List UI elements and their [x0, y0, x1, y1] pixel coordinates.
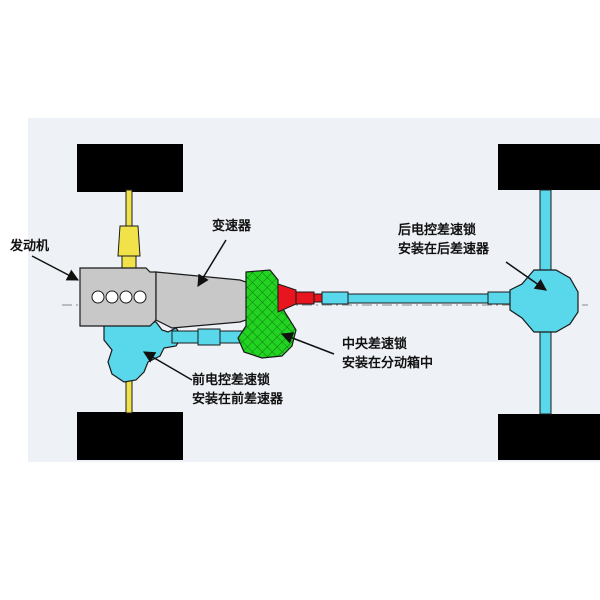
- front-shaft-joint: [197, 328, 221, 346]
- center-lock-arrow: [280, 332, 335, 355]
- transmission: [155, 271, 253, 329]
- front-lower-shaft: [125, 379, 133, 414]
- front-upper-joint: [117, 225, 141, 257]
- front-lock-label-line1: 前电控差速锁: [192, 372, 270, 388]
- engine-cylinder-1: [91, 290, 105, 304]
- front-lock-arrow: [142, 351, 193, 381]
- front-lock-label-line2: 安装在前差速器: [192, 391, 284, 407]
- rear-left-wheel: [498, 144, 600, 190]
- engine-cylinder-2: [105, 290, 119, 304]
- rear-differential: [509, 269, 579, 333]
- center-lock-label-line2: 安装在分动箱中: [342, 355, 433, 371]
- center-lock-label-line1: 中央差速锁: [342, 336, 407, 352]
- center-lock-stub: [313, 293, 323, 303]
- transmission-arrow: [197, 239, 227, 288]
- rear-shaft-joint-rear: [487, 291, 511, 305]
- rear-right-wheel: [498, 414, 600, 460]
- front-right-wheel: [77, 412, 183, 460]
- rear-lock-label-line1: 后电控差速锁: [398, 222, 476, 238]
- rear-propeller-shaft: [347, 293, 489, 304]
- rear-lock-label-line2: 安装在后差速器: [398, 241, 490, 257]
- engine-cylinder-4: [133, 290, 147, 304]
- rear-axle-lower: [539, 329, 552, 415]
- front-upper-shaft: [125, 189, 133, 227]
- center-lock-flange: [295, 291, 315, 305]
- engine-cylinder-3: [119, 290, 133, 304]
- engine-label: 发动机: [9, 238, 49, 254]
- rear-shaft-joint-front: [321, 291, 349, 305]
- engine-arrow: [31, 255, 80, 281]
- rear-lock-arrow: [505, 261, 547, 291]
- transmission-label: 变速器: [212, 218, 252, 234]
- rear-axle-upper: [539, 189, 552, 273]
- front-left-wheel: [77, 144, 183, 192]
